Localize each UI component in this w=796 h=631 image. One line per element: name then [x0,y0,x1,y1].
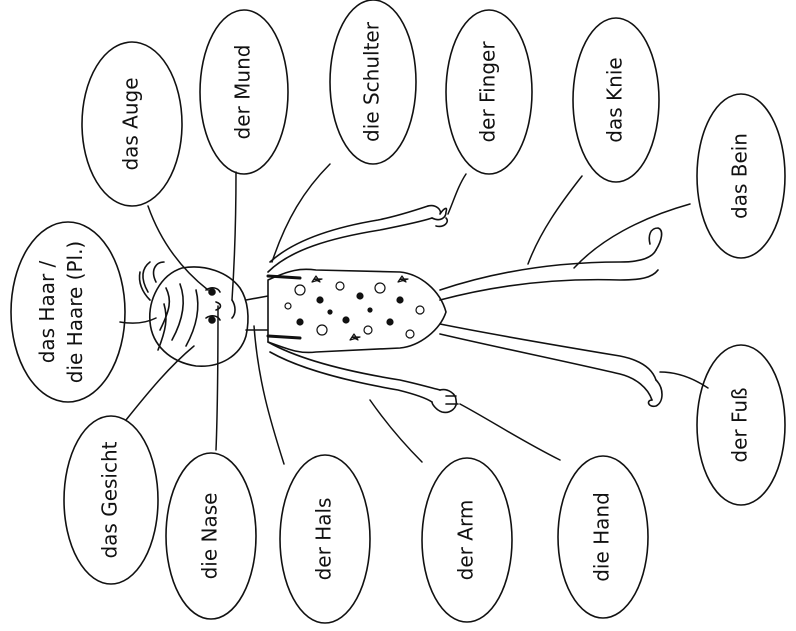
line-fuss [659,371,709,389]
label-fuss: der Fuß [728,387,752,462]
line-mund [231,171,237,301]
ellipse-finger [445,9,533,175]
line-hand [459,403,561,461]
arm-bottom [267,341,459,414]
ellipse-arm [421,457,513,623]
leader-lines [119,163,709,465]
figure-drawing [138,204,663,414]
line-arm [369,399,423,463]
label-finger: der Finger [476,41,500,143]
label-mund: der Mund [231,45,255,140]
line-auge [147,205,209,291]
ellipse-schulter [329,0,417,165]
line-schulter [271,163,331,263]
ellipse-auge [81,41,183,207]
label-nase: die Nase [198,493,222,580]
ellipse-mund [199,9,289,175]
label-bein: das Bein [728,133,752,219]
label-gesicht: das Gesicht [98,441,122,558]
line-hals [253,325,285,465]
ellipse-gesicht [63,415,159,585]
line-finger [447,173,467,215]
line-haar [119,317,157,324]
label-schulter: die Schulter [360,21,384,142]
ellipse-hals [279,454,371,624]
label-hand: die Hand [590,492,614,582]
ellipse-fuss [696,344,786,506]
label-hals: der Hals [312,498,336,581]
line-knie [527,175,583,265]
ellipse-hand [557,455,649,619]
label-arm: der Arm [454,500,478,581]
legs [439,227,663,408]
label-haar-line1: das Haar / [35,260,59,363]
ellipse-nase [165,452,257,620]
head [138,261,249,367]
label-knie: das Knie [603,57,627,142]
swimsuit [266,268,447,354]
ellipse-bein [696,93,786,259]
line-gesicht [125,345,195,421]
ellipse-knie [572,17,660,183]
neck [245,295,269,331]
label-haar-line2: die Haare (Pl.) [63,241,87,384]
ellipse-haar [10,221,126,403]
line-nase [215,305,219,451]
line-bein [573,203,691,269]
label-auge: das Auge [119,77,143,170]
upper-arm-top [267,204,449,273]
